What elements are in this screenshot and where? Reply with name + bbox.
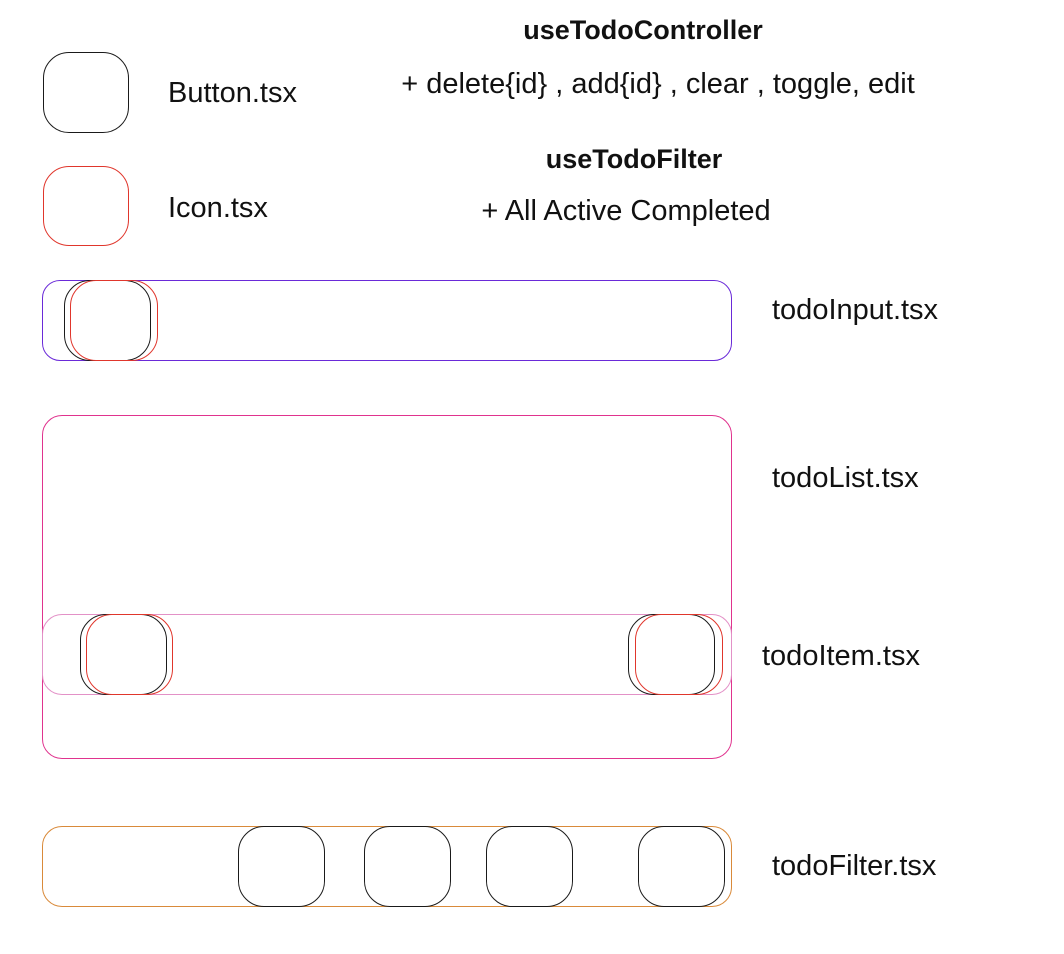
icon-legend-shape: [43, 166, 129, 246]
todo-filter-button-3: [486, 826, 573, 907]
todo-item-left-icon: [86, 614, 173, 695]
todo-list-label: todoList.tsx: [772, 462, 919, 494]
todo-filter-button-4: [638, 826, 725, 907]
todo-filter-button-1: [238, 826, 325, 907]
filter-hook-title: useTodoFilter: [545, 144, 723, 174]
todo-filter-button-2: [364, 826, 451, 907]
todo-list-container: [42, 415, 732, 759]
filter-hook-options: + All Active Completed: [481, 195, 771, 227]
todo-input-icon: [70, 280, 158, 361]
todo-input-container: [42, 280, 732, 361]
button-legend-shape: [43, 52, 129, 133]
todo-input-label: todoInput.tsx: [772, 294, 939, 326]
button-legend-label: Button.tsx: [168, 77, 297, 109]
todo-item-container: [42, 614, 732, 695]
controller-hook-methods: + delete{id} , add{id} , clear , toggle,…: [401, 68, 915, 100]
icon-legend-label: Icon.tsx: [168, 192, 268, 224]
todo-item-label: todoItem.tsx: [762, 640, 920, 672]
controller-hook-title: useTodoController: [523, 15, 763, 45]
todo-filter-label: todoFilter.tsx: [772, 850, 937, 882]
todo-item-right-icon: [635, 614, 723, 695]
